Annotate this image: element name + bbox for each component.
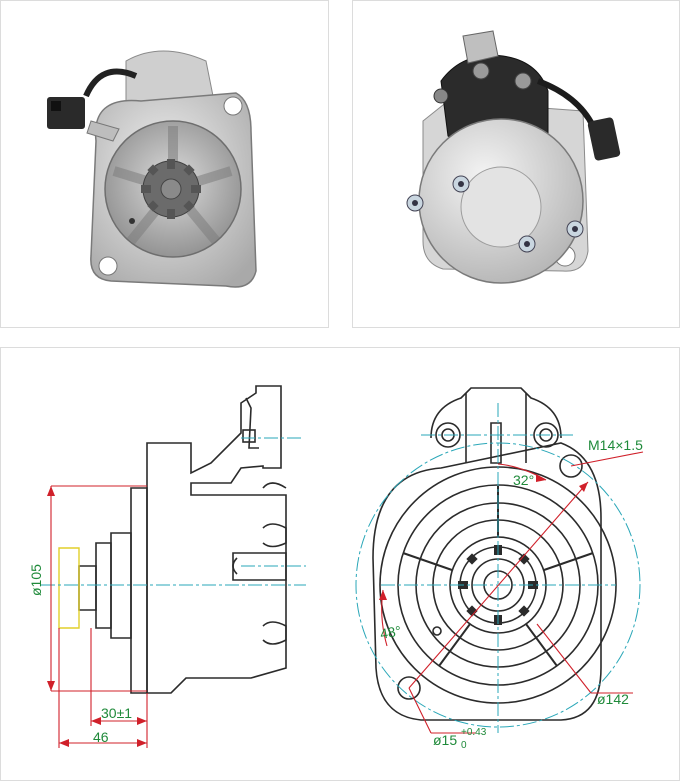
angle-label: 32° bbox=[513, 472, 534, 488]
photo-front-view bbox=[0, 0, 329, 328]
pinion-outline bbox=[58, 547, 80, 629]
thread-label: M14×1.5 bbox=[588, 437, 643, 453]
starter-front-illustration bbox=[47, 50, 257, 288]
hole-tolerance-upper: +0.43 bbox=[461, 727, 487, 738]
starter-rear-illustration bbox=[406, 30, 621, 284]
side-dimension-lines bbox=[50, 485, 148, 748]
technical-drawing: ø105 30±1 46 bbox=[0, 347, 680, 781]
side-centerlines bbox=[41, 437, 306, 586]
side-arrowheads bbox=[47, 486, 147, 747]
side-view bbox=[78, 385, 287, 694]
pcd-label: ø142 bbox=[597, 691, 629, 707]
length-label: 30±1 bbox=[101, 705, 132, 721]
hole-tolerance-lower: 0 bbox=[461, 740, 467, 751]
diameter-label: ø105 bbox=[28, 564, 44, 596]
photo-rear-view bbox=[352, 0, 680, 328]
drawing-canvas: ø105 30±1 46 bbox=[28, 385, 644, 751]
offset-angle-label: 48° bbox=[379, 623, 403, 642]
front-arrowheads bbox=[379, 474, 588, 600]
overall-length-label: 46 bbox=[93, 729, 109, 745]
hole-label: ø15 bbox=[433, 732, 457, 748]
